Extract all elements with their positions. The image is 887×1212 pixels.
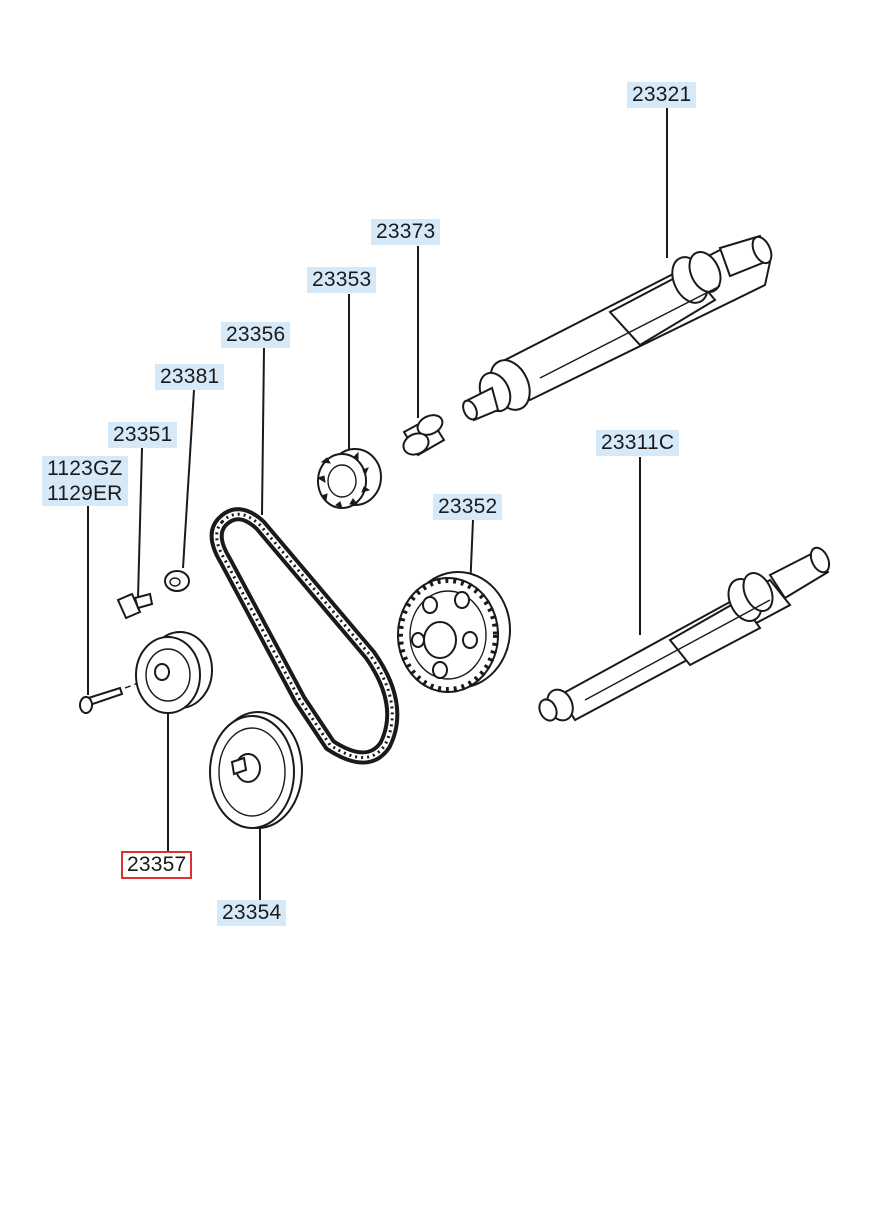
washer-23381: [164, 570, 190, 592]
part-label-23321[interactable]: 23321: [627, 82, 697, 108]
part-label-23357-selected[interactable]: 23357: [120, 851, 193, 879]
crank-pulley-23354: [209, 711, 303, 829]
screw-1123gz: [79, 674, 161, 714]
part-label-23353[interactable]: 23353: [307, 267, 377, 293]
sprocket-23353: [316, 448, 382, 509]
shaft-23311c: [538, 546, 831, 722]
part-label-1123gz: 1123GZ: [47, 457, 123, 480]
bushing-23373: [402, 414, 446, 457]
part-label-1129er: 1129ER: [47, 482, 123, 505]
timing-belt-23356: [209, 507, 400, 765]
shaft-23321: [462, 234, 773, 422]
idler-pulley-23357: [135, 631, 213, 714]
part-label-23381[interactable]: 23381: [155, 364, 225, 390]
cam-sprocket-23352: [397, 571, 511, 693]
part-label-1123gz-1129er[interactable]: 1123GZ 1129ER: [42, 456, 128, 506]
part-label-23354[interactable]: 23354: [217, 900, 287, 926]
part-label-23352[interactable]: 23352: [433, 494, 503, 520]
part-label-23373[interactable]: 23373: [371, 219, 441, 245]
part-label-23351[interactable]: 23351: [108, 422, 178, 448]
part-label-23311c[interactable]: 23311C: [596, 430, 680, 456]
part-label-23356[interactable]: 23356: [221, 322, 291, 348]
bolt-23351: [116, 592, 154, 620]
